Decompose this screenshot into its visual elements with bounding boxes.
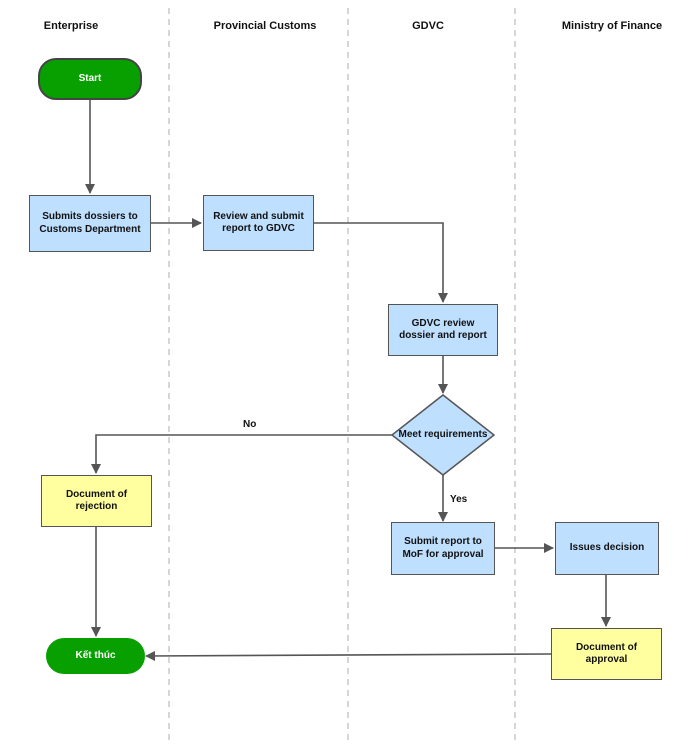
lane-title-provincial-customs: Provincial Customs <box>213 20 317 32</box>
lane-title-gdvc: GDVC <box>412 20 444 32</box>
approval-node: Document of approval <box>551 628 662 680</box>
gdvc-review-node: GDVC review dossier and report <box>388 304 498 356</box>
edge-review-to-gdvc <box>313 222 448 303</box>
lane-title-enterprise: Enterprise <box>43 20 99 32</box>
edge-decision-no <box>91 434 392 474</box>
lane-title-ministry-of-finance: Ministry of Finance <box>561 20 663 32</box>
issues-decision-node: Issues decision <box>555 522 659 575</box>
submit-mof-node: Submit report to MoF for approval <box>391 522 495 575</box>
rejection-node: Document of rejection <box>41 475 152 527</box>
edge-label-no: No <box>243 419 257 430</box>
decision-label: Meet requirements <box>398 429 488 440</box>
submit-dossiers-node: Submits dossiers to Customs Department <box>29 195 151 252</box>
end-node: Kết thúc <box>46 638 145 674</box>
review-submit-node: Review and submit report to GDVC <box>203 195 314 251</box>
start-node: Start <box>38 58 142 100</box>
edge-approval-to-end <box>145 650 552 661</box>
edge-label-yes: Yes <box>450 494 468 505</box>
